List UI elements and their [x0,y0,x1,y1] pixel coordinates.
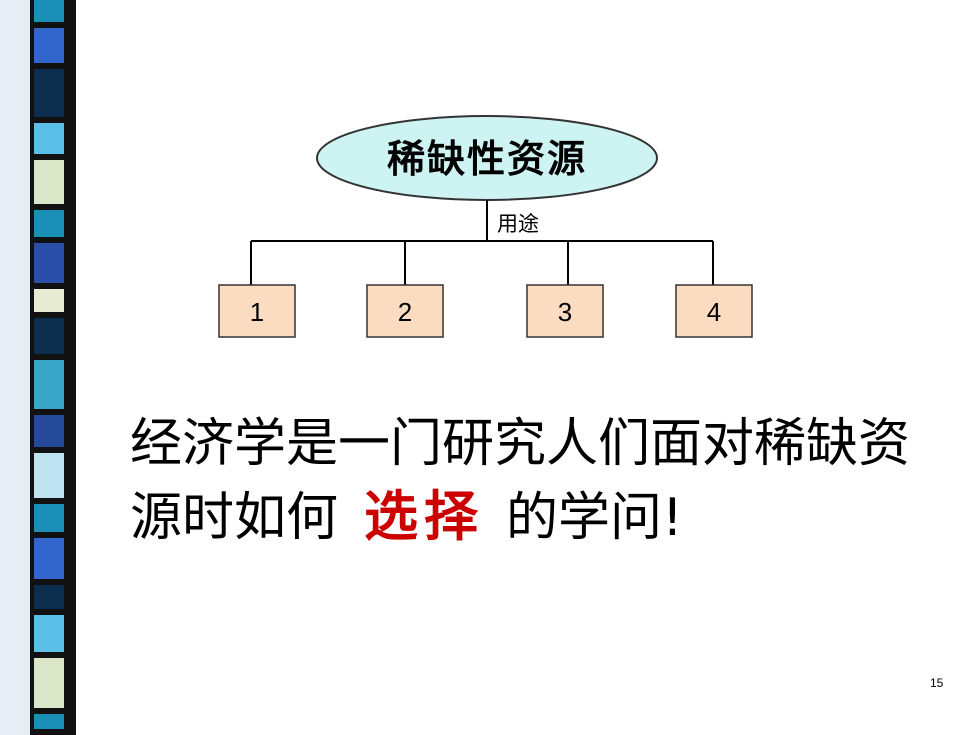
stripe-block [34,28,64,63]
leaf-label-4: 4 [707,297,721,327]
leaf-box-1 [218,284,296,338]
statement-line-2-end: 的学问! [506,488,683,548]
stripe-block [34,318,64,354]
decorative-side-stripe [0,0,76,735]
leaf-box-4 [675,284,753,338]
emphasis-word: 选择 [364,484,485,548]
stripe-block [34,289,64,312]
leaf-box-2 [366,284,444,338]
stripe-block [34,243,64,283]
main-statement: 经济学是一门研究人们面对稀缺资源时如何选择的学问! [130,408,970,554]
leaf-box-3 [526,284,604,338]
edge-label: 用途 [497,212,539,236]
stripe-block [34,160,64,204]
stripe-block [34,658,64,708]
statement-line-1: 经济学是一门研究人们面对稀缺资 [130,414,911,474]
page-number: 15 [930,676,944,690]
stripe-block [34,585,64,609]
stripe-block [34,453,64,498]
stripe-block [34,360,64,409]
leaf-label-1: 1 [250,297,264,327]
stripe-block [34,538,64,579]
leaf-label-3: 3 [558,297,572,327]
stripe-block [34,0,64,22]
stripe-block [34,714,64,729]
stripe-block [34,210,64,237]
root-label: 稀缺性资源 [387,136,587,181]
stripe-block [34,504,64,532]
stripe-block [34,415,64,447]
stripe-block [34,123,64,154]
stripe-block [34,615,64,652]
statement-line-2-start: 源时如何 [130,488,339,548]
stripe-block [34,69,64,117]
leaf-label-2: 2 [398,297,412,327]
